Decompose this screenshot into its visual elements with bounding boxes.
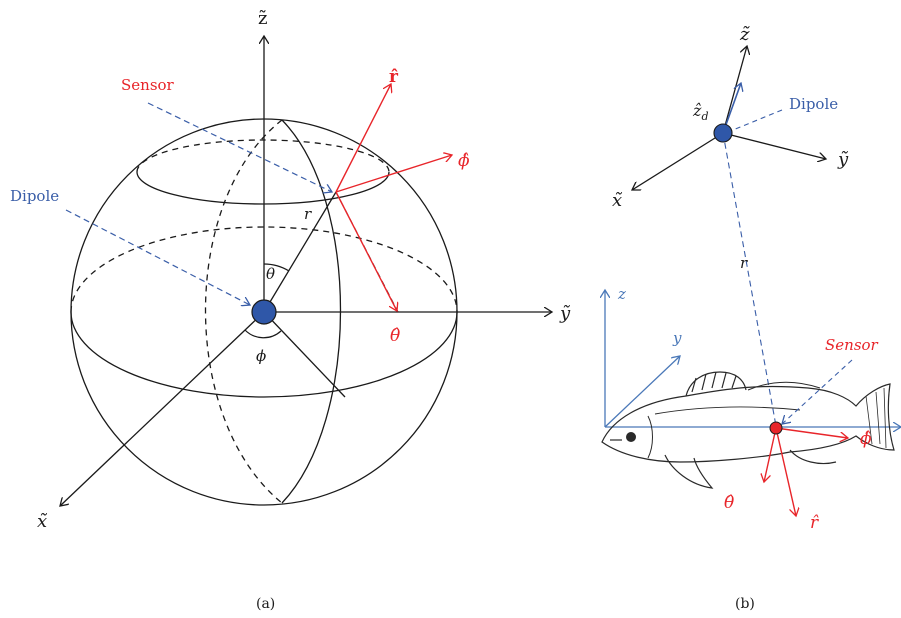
theta-hat-label-b: θ̂ (724, 493, 734, 513)
projection-line (263, 311, 346, 398)
dipole-pointer-b (727, 109, 783, 133)
equator-front (70, 311, 458, 398)
y-axis-label: ỹ (559, 303, 571, 324)
fish-y-axis (604, 356, 680, 428)
anal-fin (789, 449, 837, 465)
zd-label: ẑd (692, 101, 708, 123)
dorsal-fin (685, 371, 747, 397)
phi-label: ϕ (256, 347, 266, 365)
theta-hat-vector-b (764, 427, 777, 482)
caption-a: (a) (256, 596, 275, 612)
x-axis-b (632, 132, 724, 190)
y-axis-b (722, 132, 826, 159)
phi-hat-label: ϕ̂ (458, 151, 470, 171)
meridian-back (204, 119, 283, 504)
fish-frame (605, 290, 901, 427)
meridian-front (281, 119, 342, 504)
axes-a (60, 36, 552, 506)
sensor-label-b: Sensor (825, 336, 879, 354)
unit-vectors-b (764, 427, 848, 516)
r-hat-vector-b (775, 427, 796, 516)
sensor-pointer-line (147, 102, 332, 192)
r-hat-label: r̂ (389, 67, 399, 87)
dorsal-rays (691, 371, 737, 393)
fish-illustration (601, 371, 895, 489)
fish-eye (626, 432, 636, 442)
x-axis-label: x̃ (37, 511, 48, 532)
z-axis-b (722, 46, 747, 134)
dipole-label-b: Dipole (789, 95, 838, 113)
r-hat-vector (335, 84, 391, 193)
fish-y-label: y (672, 329, 682, 347)
phi-hat-label-b: ϕ̂ (860, 429, 872, 449)
second-dorsal-fin (747, 381, 821, 391)
gill-cover (647, 415, 653, 459)
r-label-b: r (740, 254, 748, 272)
fish-z-label: z (617, 285, 626, 303)
unit-vectors-a (335, 84, 452, 311)
caption-b: (b) (735, 596, 755, 612)
fish-body (601, 383, 895, 463)
sensor-label: Sensor (121, 76, 175, 94)
panel-a: z̃ ỹ x̃ Sensor Dipole r θ ϕ r̂ ϕ̂ θ̂ (a) (10, 8, 571, 612)
y-axis-label-b: ỹ (837, 149, 849, 170)
pectoral-fin (664, 454, 714, 489)
tail-rays (865, 387, 887, 449)
x-axis (60, 311, 265, 506)
dipole-label: Dipole (10, 187, 59, 205)
latitude-back (136, 139, 390, 173)
dipole-dot-b (713, 123, 733, 143)
equator-back (70, 226, 458, 313)
phi-hat-vector (335, 155, 452, 193)
r-hat-label-b: r̂ (810, 513, 819, 533)
r-label: r (304, 205, 312, 223)
sensor-pointer-b (782, 359, 853, 424)
panel-b: z̃ ỹ x̃ Dipole ẑd r z y Sensor ϕ̂ θ̂ r̂ … (602, 24, 901, 612)
theta-arc (263, 263, 290, 272)
r-dashed-line (722, 132, 777, 427)
theta-label: θ (266, 265, 275, 283)
dipole-dot (251, 299, 277, 325)
lateral-line (654, 406, 801, 415)
radius-line (263, 191, 337, 313)
sensor-dot-b (769, 421, 783, 435)
phi-arc (244, 329, 282, 339)
theta-hat-label: θ̂ (390, 326, 400, 346)
z-axis-label-b: z̃ (739, 24, 750, 45)
z-axis-label: z̃ (258, 8, 267, 29)
phi-hat-vector-b (775, 427, 848, 438)
dipole-pointer-line (65, 209, 250, 305)
x-axis-label-b: x̃ (612, 190, 623, 211)
latitude-front (136, 171, 390, 205)
theta-hat-vector (335, 191, 397, 311)
